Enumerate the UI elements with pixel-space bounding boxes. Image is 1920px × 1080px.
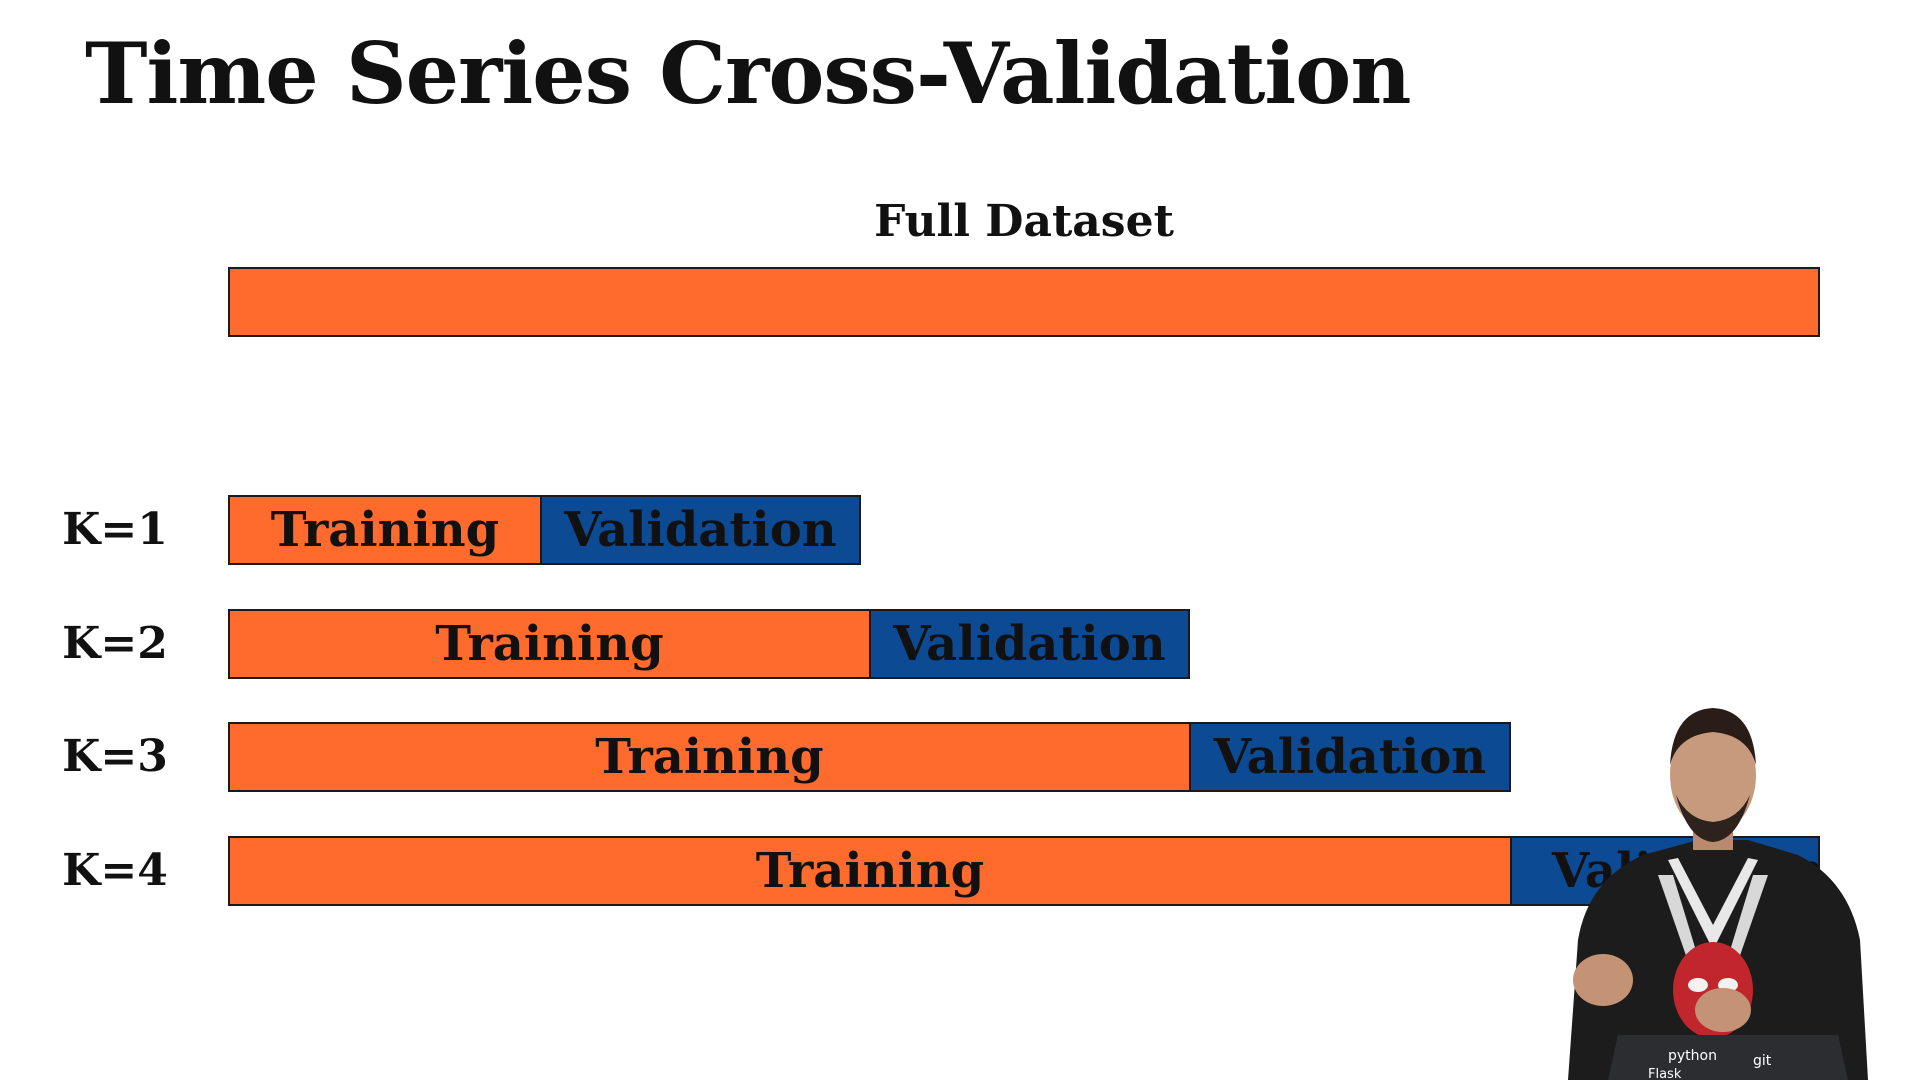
presenter-beard — [1676, 795, 1750, 842]
fold-k1-training-segment: Training — [228, 495, 542, 565]
fold-k1-validation-segment: Validation — [540, 495, 861, 565]
fold-k3-validation-segment: Validation — [1189, 722, 1511, 792]
slide-title: Time Series Cross-Validation — [85, 24, 1411, 123]
full-dataset-bar — [228, 267, 1820, 337]
presenter-hair — [1670, 708, 1756, 765]
fold-label-k1: K=1 — [62, 504, 168, 555]
fold-k4-training-segment: Training — [228, 836, 1512, 906]
laptop-sticker-python: python — [1668, 1048, 1717, 1064]
shirt-graphic-left — [1668, 858, 1758, 950]
presenter-hand-left — [1573, 954, 1633, 1006]
fold-k2-validation-segment: Validation — [869, 609, 1190, 679]
laptop-sticker-flask: Flask — [1648, 1067, 1682, 1080]
laptop — [1608, 1035, 1848, 1080]
fold-label-k3: K=3 — [62, 731, 168, 782]
laptop-sticker-git: git — [1753, 1053, 1772, 1069]
fold-label-k2: K=2 — [62, 618, 168, 669]
fold-label-k4: K=4 — [62, 845, 168, 896]
fold-k3-training-segment: Training — [228, 722, 1191, 792]
presenter-hand-right — [1695, 988, 1751, 1032]
fold-k2-training-segment: Training — [228, 609, 871, 679]
presenter-head — [1670, 717, 1756, 833]
presenter-video-overlay: python git Flask — [1568, 708, 1868, 1080]
full-dataset-label: Full Dataset — [874, 196, 1174, 247]
